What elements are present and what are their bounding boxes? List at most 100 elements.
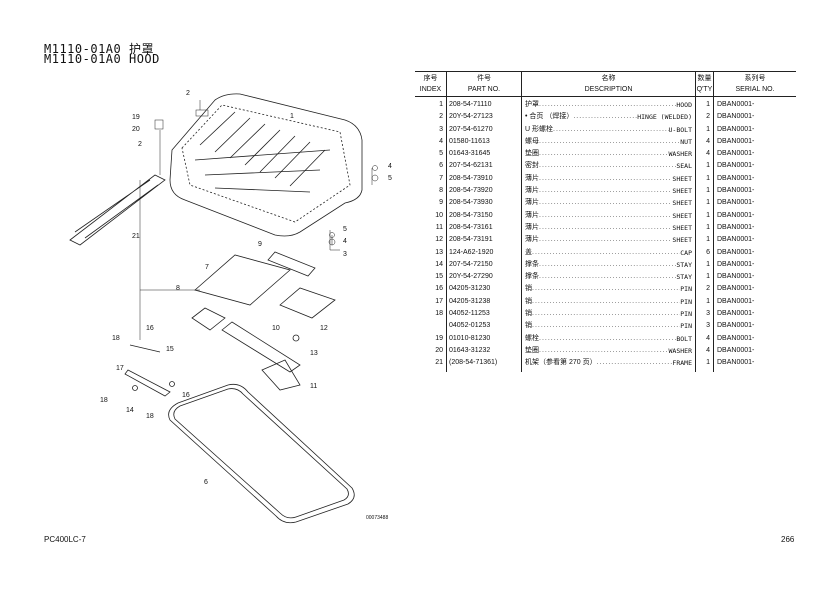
table-cell-description: 销 PIN <box>525 320 692 332</box>
table-cell-index: 6 <box>439 162 443 170</box>
table-cell-serial: DBAN0001- <box>717 187 755 195</box>
table-cell-description: 薄片 SHEET <box>525 222 692 234</box>
table-cell-description: 垫圈WASHER <box>525 148 692 160</box>
table-cell-description: 薄片SHEET <box>525 173 692 185</box>
callout-10: 10 <box>272 325 280 332</box>
leader-dots <box>539 234 672 246</box>
table-cell-index: 14 <box>435 260 443 268</box>
table-cell-part: 124-A62-1920 <box>449 248 494 256</box>
description-zh: 薄片 <box>525 211 539 219</box>
table-cell-qty: 1 <box>706 297 710 305</box>
leader-dots <box>539 136 680 148</box>
leader-dots <box>539 160 676 172</box>
table-cell-part: 208-54-73191 <box>449 236 493 244</box>
description-en: PIN <box>680 322 692 331</box>
description-zh: 销 <box>525 297 532 305</box>
table-cell-qty: 1 <box>706 199 710 207</box>
description-en: PIN <box>680 285 692 294</box>
description-en: SHEET <box>672 187 692 196</box>
description-en: SHEET <box>672 223 692 232</box>
header-index-zh: 序号 <box>423 75 438 82</box>
table-cell-part: 207-54-61270 <box>449 125 493 133</box>
table-cell-index: 11 <box>435 223 443 231</box>
table-cell-serial: DBAN0001- <box>717 260 755 268</box>
callout-3: 3 <box>343 251 347 258</box>
table-cell-index: 18 <box>435 310 443 318</box>
description-zh: 螺栓 <box>525 334 539 342</box>
description-zh: 垫圈 <box>525 346 539 354</box>
description-en: STAY <box>676 260 692 269</box>
header-part-no: PART NO. <box>467 86 501 93</box>
table-cell-qty: 1 <box>706 187 710 195</box>
description-en: U-BOLT <box>668 125 692 134</box>
table-cell-qty: 3 <box>706 310 710 318</box>
table-cell-qty: 6 <box>706 248 710 256</box>
table-cell-description: 垫圈WASHER <box>525 345 692 357</box>
description-zh: 销 <box>525 322 532 330</box>
table-cell-serial: DBAN0001- <box>717 162 755 170</box>
description-zh: 薄片 <box>525 236 539 244</box>
table-cell-part: 01643-31645 <box>449 150 491 158</box>
description-zh: 盖 <box>525 248 532 256</box>
description-en: NUT <box>680 137 692 146</box>
description-en: CAP <box>680 248 692 257</box>
table-cell-qty: 1 <box>706 273 710 281</box>
table-cell-serial: DBAN0001- <box>717 236 755 244</box>
description-zh: 撑条 <box>525 273 539 281</box>
callout-4: 4 <box>388 163 392 170</box>
table-cell-serial: DBAN0001- <box>717 334 755 342</box>
table-cell-index: 1 <box>439 101 443 108</box>
table-cell-part: 207-54-72150 <box>449 260 493 268</box>
table-cell-index: 17 <box>435 297 443 305</box>
description-en: FRAME <box>672 359 692 368</box>
description-zh: 薄片 <box>525 187 539 195</box>
table-cell-part: 04205-31230 <box>449 285 491 293</box>
callout-2: 2 <box>186 90 190 97</box>
callout-5b: 5 <box>343 226 347 233</box>
callout-5: 5 <box>388 175 392 182</box>
table-cell-part: 208-54-71110 <box>449 101 492 108</box>
table-cell-qty: 1 <box>706 211 710 219</box>
callout-6: 6 <box>204 479 208 486</box>
leader-dots <box>539 271 676 283</box>
page-title-en: M1110-01A0 HOOD <box>44 52 160 66</box>
exploded-parts-diagram: 2 1 19 20 2 4 5 21 5 4 3 9 7 8 12 10 13 … <box>69 90 392 524</box>
table-cell-description: 机架（参看第 270 页）FRAME <box>525 357 692 369</box>
table-cell-qty: 1 <box>706 162 710 170</box>
table-cell-qty: 1 <box>706 101 710 108</box>
table-cell-description: 销PIN <box>525 308 692 320</box>
header-serial-no: SERIAL NO. <box>735 86 775 93</box>
table-cell-serial: DBAN0001- <box>717 322 755 330</box>
description-zh: 垫圈 <box>525 150 539 158</box>
description-zh: 螺母 <box>525 137 539 145</box>
leader-dots <box>532 296 680 308</box>
callout-13: 13 <box>310 350 318 357</box>
table-cell-part: 20Y-54-27290 <box>449 273 493 281</box>
page-number: 266 <box>781 535 795 544</box>
table-cell-part: 04052-01253 <box>449 322 491 330</box>
table-cell-qty: 2 <box>706 285 710 293</box>
callout-18: 18 <box>112 335 120 342</box>
description-en: SHEET <box>672 211 692 220</box>
leader-lines <box>139 100 379 340</box>
table-cell-index: 2 <box>439 113 443 121</box>
description-zh: 销 <box>525 285 532 293</box>
table-cell-qty: 1 <box>706 174 710 182</box>
callout-19: 19 <box>132 114 140 121</box>
table-cell-index: 15 <box>435 273 443 281</box>
leader-dots <box>597 357 673 369</box>
table-cell-qty: 4 <box>706 137 710 145</box>
table-cell-description: 撑条STAY <box>525 271 692 283</box>
callout-15: 15 <box>166 346 174 353</box>
description-zh: U 形螺栓 <box>525 125 553 133</box>
table-cell-serial: DBAN0001- <box>717 113 755 121</box>
table-cell-serial: DBAN0001- <box>717 137 755 145</box>
leader-dots <box>532 283 680 295</box>
table-cell-part: 208-54-73150 <box>449 211 493 219</box>
header-part-zh: 件号 <box>477 75 491 82</box>
description-en: PIN <box>680 297 692 306</box>
description-zh: 薄片 <box>525 223 539 231</box>
table-cell-qty: 1 <box>706 359 710 367</box>
table-cell-qty: 1 <box>706 125 710 133</box>
description-zh: 销 <box>525 310 532 318</box>
